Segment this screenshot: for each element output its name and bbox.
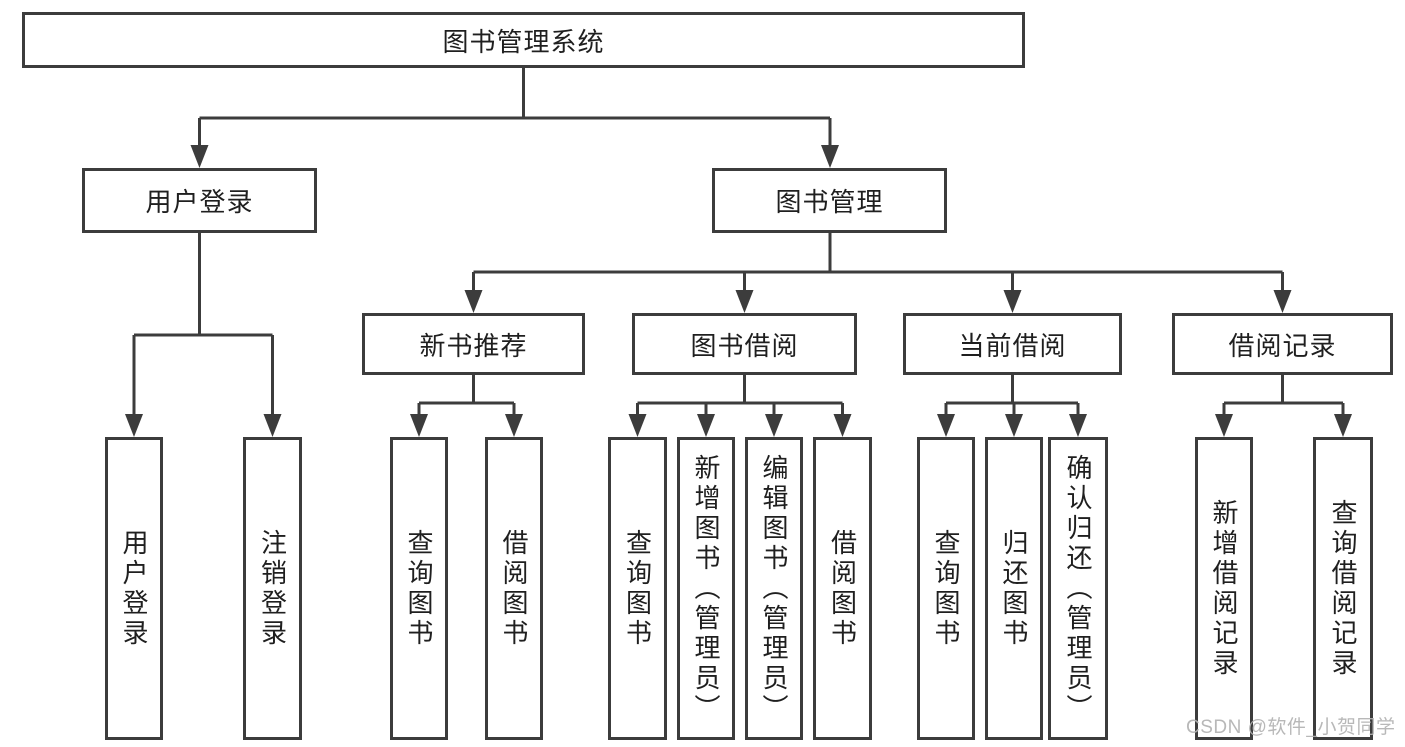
leaf-add-book-admin-label: 新增图书（管理员） bbox=[691, 453, 721, 724]
leaf-borrow-book-2: 借阅图书 bbox=[813, 437, 872, 740]
leaf-query-book-3: 查询图书 bbox=[917, 437, 975, 740]
csdn-watermark: CSDN @软件_小贺同学 bbox=[1186, 717, 1396, 738]
node-user-login: 用户登录 bbox=[82, 168, 317, 233]
arrowheads bbox=[125, 145, 1352, 437]
node-borrow-records: 借阅记录 bbox=[1172, 313, 1393, 375]
leaf-add-borrow-record: 新增借阅记录 bbox=[1195, 437, 1253, 740]
leaf-add-book-admin: 新增图书（管理员） bbox=[677, 437, 735, 740]
node-new-book-recommend-label: 新书推荐 bbox=[419, 330, 528, 361]
leaf-query-borrow-record: 查询借阅记录 bbox=[1313, 437, 1373, 740]
leaf-return-book: 归还图书 bbox=[985, 437, 1043, 740]
leaf-borrow-book-1-label: 借阅图书 bbox=[499, 528, 529, 649]
node-book-management-label: 图书管理 bbox=[775, 187, 884, 217]
node-current-borrow: 当前借阅 bbox=[903, 313, 1122, 375]
leaf-query-book-1: 查询图书 bbox=[390, 437, 448, 740]
leaf-query-book-2-label: 查询图书 bbox=[622, 528, 653, 649]
leaf-logout-label: 注销登录 bbox=[257, 528, 288, 649]
node-root-label: 图书管理系统 bbox=[442, 26, 605, 57]
leaf-confirm-return-admin-label: 确认归还（管理员） bbox=[1063, 453, 1093, 724]
leaf-edit-book-admin: 编辑图书（管理员） bbox=[745, 437, 803, 740]
leaf-borrow-book-2-label: 借阅图书 bbox=[827, 528, 858, 649]
leaf-confirm-return-admin: 确认归还（管理员） bbox=[1048, 437, 1108, 740]
leaf-borrow-book-1: 借阅图书 bbox=[485, 437, 543, 740]
leaf-query-book-3-label: 查询图书 bbox=[931, 528, 961, 649]
leaf-logout: 注销登录 bbox=[243, 437, 302, 740]
leaf-user-login-label: 用户登录 bbox=[119, 528, 149, 649]
leaf-return-book-label: 归还图书 bbox=[999, 528, 1029, 649]
node-user-login-label: 用户登录 bbox=[145, 187, 254, 217]
node-root: 图书管理系统 bbox=[22, 12, 1025, 68]
leaf-edit-book-admin-label: 编辑图书（管理员） bbox=[759, 453, 789, 724]
connector-segments bbox=[132, 66, 1345, 433]
leaf-query-book-2: 查询图书 bbox=[608, 437, 667, 740]
node-book-borrow: 图书借阅 bbox=[632, 313, 857, 375]
node-new-book-recommend: 新书推荐 bbox=[362, 313, 585, 375]
node-borrow-records-label: 借阅记录 bbox=[1228, 330, 1337, 361]
node-current-borrow-label: 当前借阅 bbox=[958, 330, 1067, 361]
leaf-add-borrow-record-label: 新增借阅记录 bbox=[1209, 498, 1239, 679]
node-book-management: 图书管理 bbox=[712, 168, 947, 233]
node-book-borrow-label: 图书借阅 bbox=[690, 330, 799, 361]
leaf-query-book-1-label: 查询图书 bbox=[404, 528, 434, 649]
leaf-query-borrow-record-label: 查询借阅记录 bbox=[1328, 498, 1358, 679]
leaf-user-login: 用户登录 bbox=[105, 437, 163, 740]
